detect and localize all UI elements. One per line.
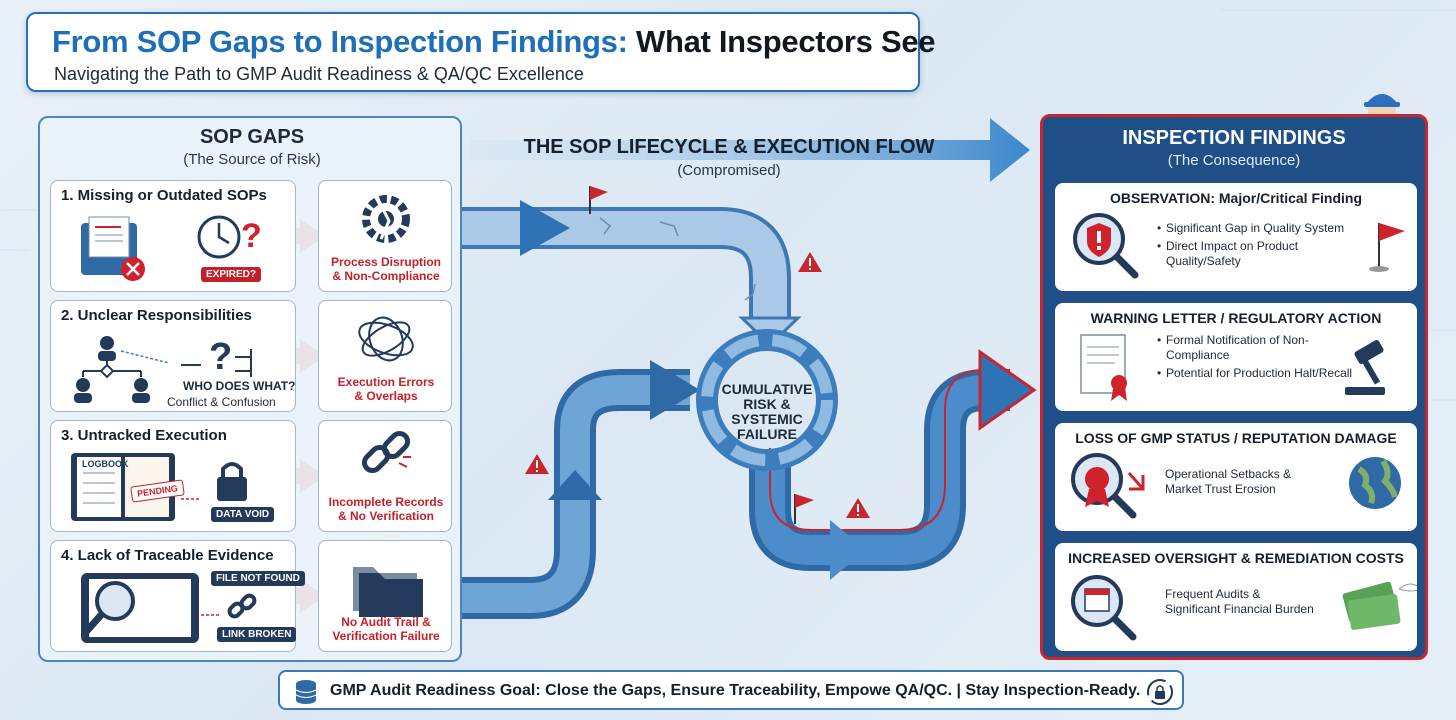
- gap-card-missing-sops: 1. Missing or Outdated SOPs ? EXPIRED?: [50, 180, 296, 292]
- findings-title: INSPECTION FINDINGS: [1043, 127, 1425, 150]
- finding-card-loss-of-gmp: LOSS OF GMP STATUS / REPUTATION DAMAGE O…: [1055, 423, 1417, 531]
- question-icon: ?: [209, 336, 232, 378]
- result-card-no-audit-trail: No Audit Trail & Verification Failure: [318, 540, 452, 652]
- link-broken-tag: LINK BROKEN: [217, 627, 296, 642]
- inspection-findings-panel: INSPECTION FINDINGS (The Consequence) OB…: [1040, 114, 1428, 660]
- result-card-process-disruption: Process Disruption & Non-Compliance: [318, 180, 452, 292]
- question-icon: ?: [241, 217, 262, 255]
- flow-title: THE SOP LIFECYCLE & EXECUTION FLOW: [520, 136, 938, 159]
- sop-gaps-title: SOP GAPS: [40, 126, 464, 149]
- clock-icon: [199, 217, 239, 257]
- conflict-label: Conflict & Confusion: [167, 395, 276, 409]
- who-does-what-label: WHO DOES WHAT?: [183, 379, 295, 393]
- file-not-found-tag: FILE NOT FOUND: [211, 571, 305, 586]
- flow-subtitle: (Compromised): [520, 162, 938, 179]
- logbook-label: LOGBOOK: [77, 457, 134, 471]
- expired-tag: EXPIRED?: [201, 267, 261, 282]
- warning-icon: [525, 454, 549, 474]
- finding-card-warning-letter: WARNING LETTER / REGULATORY ACTION Forma…: [1055, 303, 1417, 411]
- cumulative-risk-label: CUMULATIVE RISK & SYSTEMIC FAILURE: [700, 382, 834, 442]
- page-subtitle: Navigating the Path to GMP Audit Readine…: [54, 64, 584, 85]
- lower-flow-pipe: [462, 360, 700, 598]
- lock-refresh-icon: [1146, 678, 1174, 706]
- money-icon: [1342, 581, 1417, 630]
- page-title: From SOP Gaps to Inspection Findings: Wh…: [52, 24, 935, 60]
- gap-card-untracked-execution: 3. Untracked Execution LOGBOOK PENDING D…: [50, 420, 296, 532]
- warning-icon: [846, 498, 870, 518]
- sop-gaps-subtitle: (The Source of Risk): [40, 151, 464, 168]
- error-x-icon: [121, 257, 145, 281]
- sop-gaps-panel: SOP GAPS (The Source of Risk) 1. Missing…: [38, 116, 462, 662]
- flag-icon: [1369, 223, 1405, 272]
- flag-icon: [795, 494, 814, 524]
- broken-link-icon: [228, 594, 257, 619]
- findings-subtitle: (The Consequence): [1043, 152, 1425, 169]
- result-card-incomplete-records: Incomplete Records & No Verification: [318, 420, 452, 532]
- database-icon: [292, 678, 320, 706]
- warning-icon: [798, 252, 822, 272]
- data-void-tag: DATA VOID: [211, 507, 274, 522]
- gap-card-unclear-responsibilities: 2. Unclear Responsibilities ? WHO DOES W…: [50, 300, 296, 412]
- gap-card-traceable-evidence: 4. Lack of Traceable Evidence FILE NOT F…: [50, 540, 296, 652]
- footer-text: GMP Audit Readiness Goal: Close the Gaps…: [330, 682, 1140, 700]
- lock-icon: [217, 464, 247, 501]
- footer-goal-banner: GMP Audit Readiness Goal: Close the Gaps…: [278, 670, 1184, 710]
- globe-icon: [1349, 457, 1401, 509]
- finding-card-observation: OBSERVATION: Major/Critical Finding Sign…: [1055, 183, 1417, 291]
- result-card-execution-errors: Execution Errors & Overlaps: [318, 300, 452, 412]
- title-banner: From SOP Gaps to Inspection Findings: Wh…: [26, 12, 920, 92]
- upper-flow-pipe: [462, 200, 798, 345]
- finding-card-oversight-costs: INCREASED OVERSIGHT & REMEDIATION COSTS …: [1055, 543, 1417, 651]
